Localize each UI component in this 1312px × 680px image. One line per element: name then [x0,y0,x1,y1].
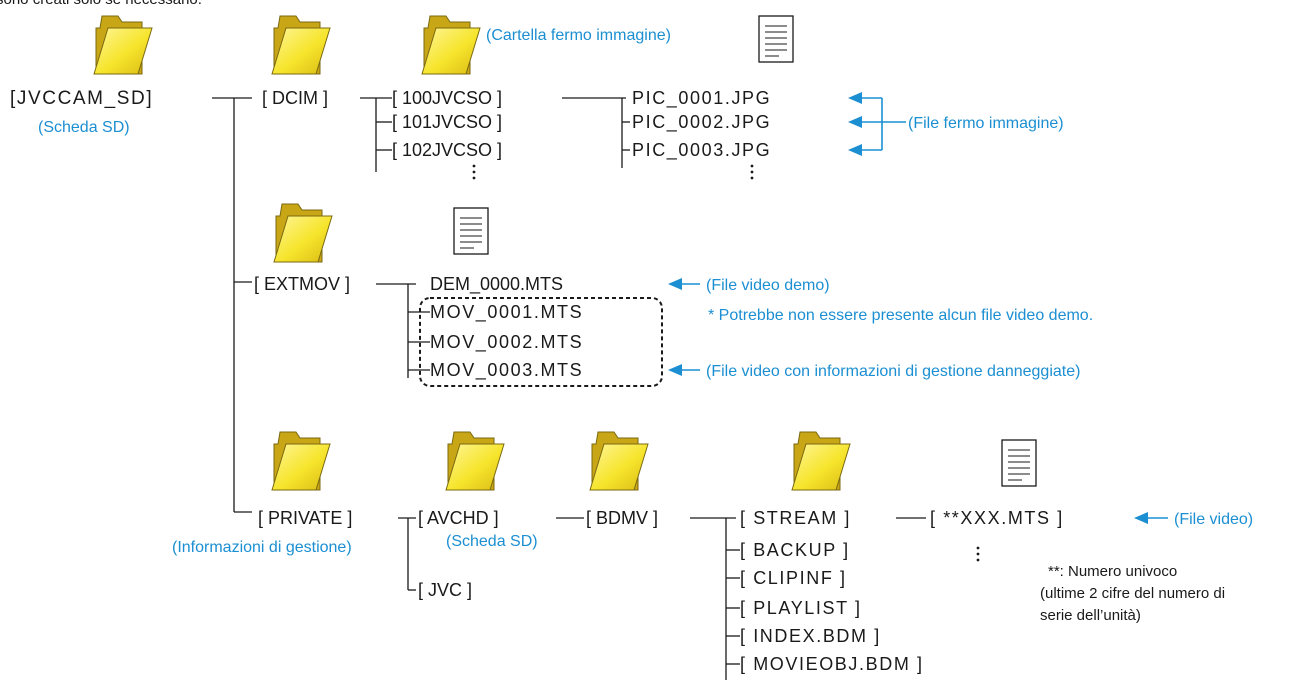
private-folder-label: [ PRIVATE ] [258,508,352,528]
unique-number-note-3: serie dell’unità) [1040,607,1141,624]
bdmv-item-backup: [ BACKUP ] [740,540,850,560]
top-note: sono creati solo se necessario. [0,0,202,8]
folder-icon [791,431,851,491]
document-icon [1001,439,1037,487]
unique-number-note-1: **: Numero univoco [1048,563,1177,580]
stream-file-label: [ **XXX.MTS ] [930,508,1064,528]
avchd-folder-caption: (Scheda SD) [446,533,538,550]
dcim-file-3: PIC_0003.JPG [632,140,771,161]
bdmv-item-movieobj: [ MOVIEOBJ.BDM ] [740,654,924,674]
unique-number-note-2: (ultime 2 cifre del numero di [1040,585,1225,602]
root-folder-label: [JVCCAM_SD] [10,88,153,109]
arrow-left-icon [1134,512,1168,524]
extmov-demo-note: * Potrebbe non essere presente alcun fil… [708,307,1093,324]
extmov-demo-caption: (File video demo) [706,277,830,294]
dcim-file-1: PIC_0001.JPG [632,88,771,109]
folder-icon [273,203,333,263]
bdmv-item-stream: [ STREAM ] [740,508,851,528]
bdmv-item-clipinf: [ CLIPINF ] [740,568,847,588]
dcim-folder-caption: (Cartella fermo immagine) [486,27,671,44]
dcim-subfolder-2: [ 101JVCSO ] [392,112,502,132]
folder-icon [421,15,481,75]
arrow-left-icon [668,278,700,290]
extmov-file-1: MOV_0001.MTS [430,302,583,323]
folder-icon [93,15,153,75]
folder-icon [271,15,331,75]
folder-icon [271,431,331,491]
extmov-folder-label: [ EXTMOV ] [254,274,350,294]
bdmv-item-playlist: [ PLAYLIST ] [740,598,862,618]
dcim-subfolder-1: [ 100JVCSO ] [392,88,502,108]
extmov-demo-file: DEM_0000.MTS [430,274,563,295]
dcim-subfolder-3: [ 102JVCSO ] [392,140,502,160]
extmov-file-2: MOV_0002.MTS [430,332,583,353]
jvc-folder-label: [ JVC ] [418,580,472,600]
document-icon [453,207,489,255]
extmov-file-3: MOV_0003.MTS [430,360,583,381]
root-folder-caption: (Scheda SD) [38,119,130,136]
document-icon [758,15,794,63]
folder-icon [589,431,649,491]
arrow-left-icon [848,116,906,128]
private-folder-caption: (Informazioni di gestione) [172,539,352,556]
avchd-folder-label: [ AVCHD ] [418,508,499,528]
arrow-left-icon [668,364,700,376]
arrow-left-icon [848,144,882,156]
dcim-files-caption: (File fermo immagine) [908,115,1064,132]
video-file-caption: (File video) [1174,511,1253,528]
bdmv-item-index: [ INDEX.BDM ] [740,626,881,646]
dcim-folder-label: [ DCIM ] [262,88,328,108]
folder-icon [445,431,505,491]
arrow-left-icon [848,92,882,104]
dcim-file-2: PIC_0002.JPG [632,112,771,133]
extmov-damaged-caption: (File video con informazioni di gestione… [706,363,1080,380]
bdmv-folder-label: [ BDMV ] [586,508,658,528]
